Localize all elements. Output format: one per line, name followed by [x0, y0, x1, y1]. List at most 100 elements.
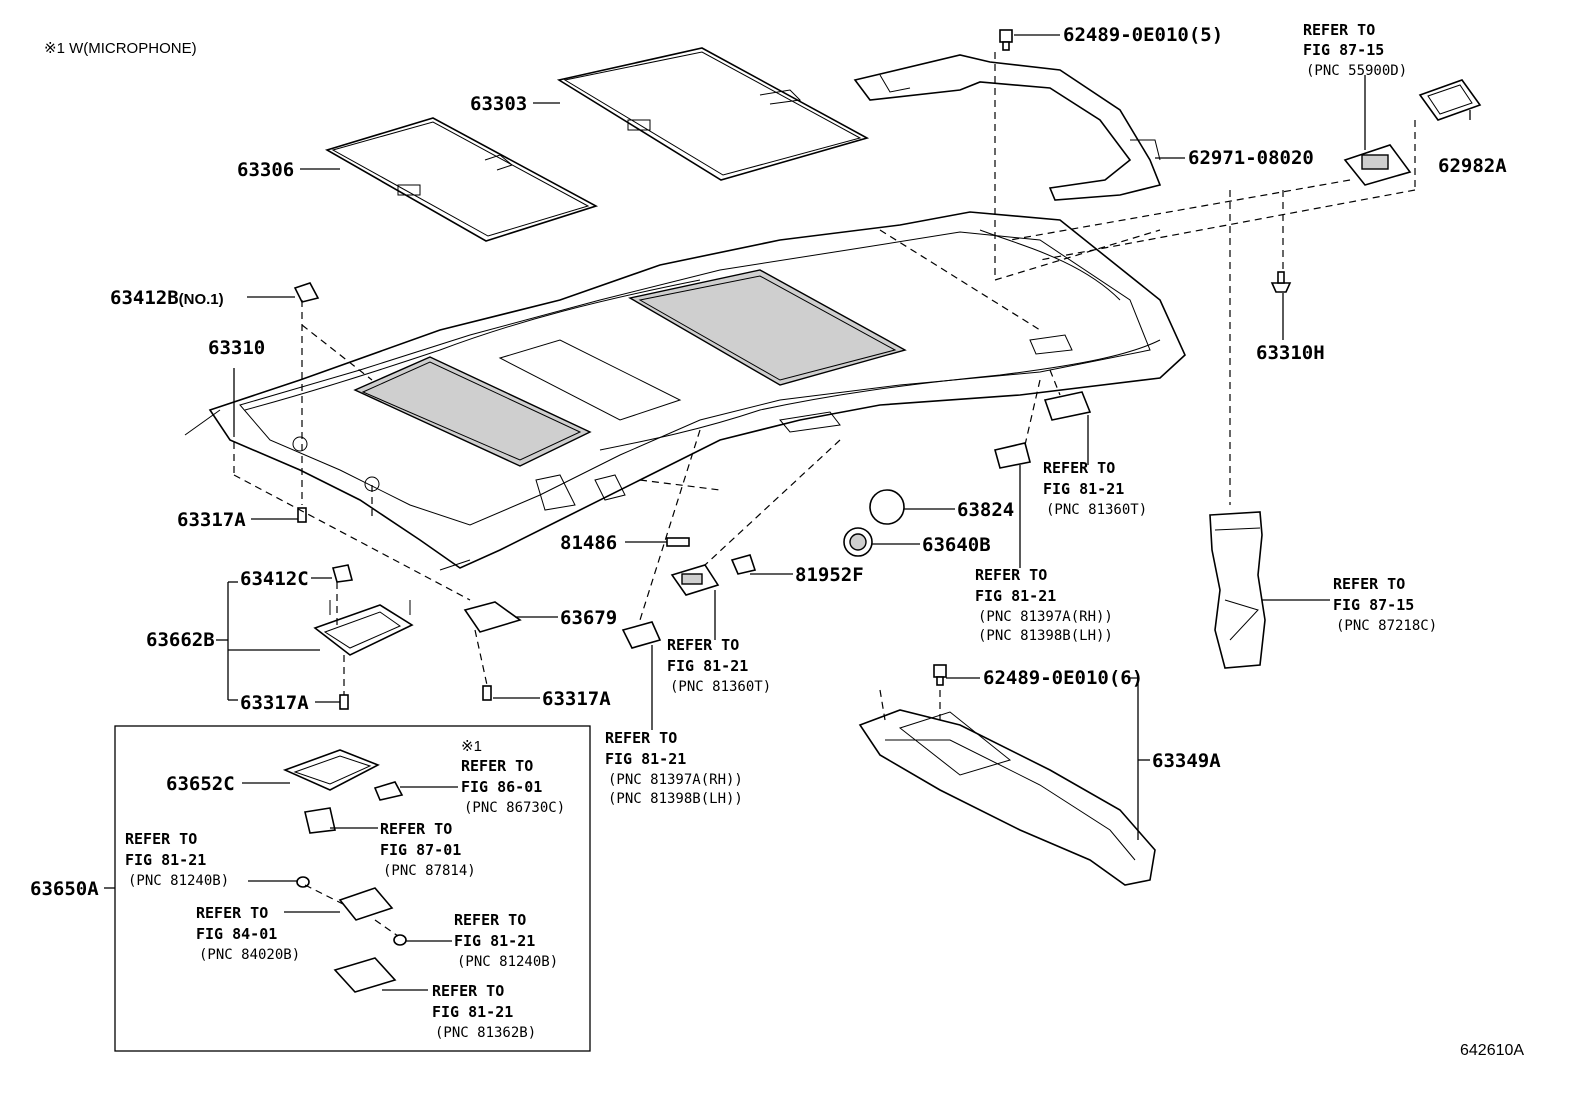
svg-text:FIG 81-21: FIG 81-21 [667, 657, 748, 675]
refer-81-21-81362B: REFER TO FIG 81-21 (PNC 81362B) [432, 982, 536, 1041]
socket-81362B[interactable] [333, 957, 397, 993]
svg-text:REFER TO: REFER TO [1303, 21, 1375, 39]
lamp-81397A-right[interactable] [994, 442, 1031, 469]
sunshade-63306[interactable] [324, 117, 599, 242]
svg-text:FIG 84-01: FIG 84-01 [196, 925, 277, 943]
trim-63349A[interactable] [858, 709, 1156, 886]
svg-text:FIG 86-01: FIG 86-01 [461, 778, 542, 796]
lamp-81397A-center[interactable] [621, 621, 662, 649]
svg-text:FIG 81-21: FIG 81-21 [125, 851, 206, 869]
cap-63640B[interactable] [843, 527, 873, 557]
label-62982A: 62982A [1438, 155, 1507, 177]
lamp-55900D[interactable] [1343, 144, 1412, 186]
microphone-note: ※1 W(MICROPHONE) [44, 40, 197, 57]
svg-text:FIG 81-21: FIG 81-21 [1043, 480, 1124, 498]
clip-62489-lower[interactable] [933, 664, 947, 686]
refer-81-21-81397A-center: REFER TO FIG 81-21 (PNC 81397A(RH)) (PNC… [605, 729, 743, 807]
refer-87-15-55900D: REFER TO FIG 87-15 (PNC 55900D) [1303, 21, 1407, 79]
clip-63412B[interactable] [293, 282, 320, 303]
rear-duct[interactable] [1209, 511, 1266, 669]
microphone-86730C[interactable] [373, 781, 404, 801]
svg-text:(PNC 81240B): (PNC 81240B) [457, 954, 558, 970]
svg-text:(PNC 55900D): (PNC 55900D) [1306, 63, 1407, 79]
label-63650A: 63650A [30, 878, 99, 900]
svg-text:REFER TO: REFER TO [380, 820, 452, 838]
svg-text:FIG 81-21: FIG 81-21 [454, 932, 535, 950]
svg-text:(PNC 81360T): (PNC 81360T) [670, 679, 771, 695]
svg-text:REFER TO: REFER TO [1333, 575, 1405, 593]
svg-text:(PNC 81362B): (PNC 81362B) [435, 1025, 536, 1041]
lamp-81360T-center[interactable] [670, 564, 720, 596]
svg-text:(PNC 87814): (PNC 87814) [383, 863, 476, 879]
refer-86-01-86730C: ※1 REFER TO FIG 86-01 (PNC 86730C) [461, 738, 565, 816]
bulb-81240B-1[interactable] [296, 876, 310, 888]
label-62489-6: 62489-0E010(6) [983, 667, 1143, 689]
headliner-63310[interactable] [184, 211, 1186, 571]
refer-81-21-81240B-left: REFER TO FIG 81-21 (PNC 81240B) [125, 830, 229, 889]
label-81486: 81486 [560, 532, 617, 554]
label-63640B: 63640B [922, 534, 991, 556]
label-63310H: 63310H [1256, 342, 1325, 364]
console-63652C[interactable] [282, 749, 380, 791]
label-63306: 63306 [237, 159, 294, 181]
svg-text:REFER TO: REFER TO [196, 904, 268, 922]
label-63652C: 63652C [166, 773, 235, 795]
part-81486[interactable] [666, 537, 690, 547]
svg-text:(PNC 81398B(LH)): (PNC 81398B(LH)) [608, 791, 743, 807]
svg-text:FIG 87-15: FIG 87-15 [1333, 596, 1414, 614]
refer-87-01-87814: REFER TO FIG 87-01 (PNC 87814) [380, 820, 476, 879]
ring-63824[interactable] [869, 489, 905, 525]
duct-62971[interactable] [853, 54, 1162, 201]
clip-63310H[interactable] [1270, 271, 1292, 293]
lamp-63662B[interactable] [313, 600, 414, 656]
sunshade-63303[interactable] [556, 47, 870, 181]
assembly-dashes [233, 52, 1416, 937]
svg-text:(PNC 81398B(LH)): (PNC 81398B(LH)) [978, 628, 1113, 644]
label-63824: 63824 [957, 499, 1014, 521]
refer-81-21-81240B-right: REFER TO FIG 81-21 (PNC 81240B) [454, 911, 558, 970]
svg-text:REFER TO: REFER TO [975, 566, 1047, 584]
label-62489-5: 62489-0E010(5) [1063, 24, 1223, 46]
svg-text:FIG 81-21: FIG 81-21 [605, 750, 686, 768]
screw-63317A-2[interactable] [339, 694, 349, 710]
svg-text:REFER TO: REFER TO [461, 757, 533, 775]
svg-text:(PNC 81240B): (PNC 81240B) [128, 873, 229, 889]
clip-63412C[interactable] [331, 564, 354, 583]
label-63349A: 63349A [1152, 750, 1221, 772]
part-81952F[interactable] [730, 554, 757, 575]
lens-87814[interactable] [304, 807, 336, 834]
label-63412C: 63412C [240, 568, 309, 590]
figure-id: 642610A [1460, 1042, 1524, 1059]
bulb-81240B-2[interactable] [393, 934, 407, 946]
lamp-62982A[interactable] [1418, 79, 1482, 121]
svg-text:(PNC 87218C): (PNC 87218C) [1336, 618, 1437, 634]
label-62971: 62971-08020 [1188, 147, 1314, 169]
label-63662B: 63662B [146, 629, 215, 651]
label-63303: 63303 [470, 93, 527, 115]
screw-63317A-3[interactable] [482, 685, 492, 701]
label-81952F: 81952F [795, 564, 864, 586]
switch-84020B[interactable] [338, 887, 394, 921]
screw-63317A-1[interactable] [297, 507, 307, 523]
refer-81-21-81360T-right: REFER TO FIG 81-21 (PNC 81360T) [1043, 459, 1147, 518]
svg-text:※1: ※1 [461, 738, 482, 755]
clip-62489-top[interactable] [999, 29, 1013, 51]
label-63317A-3: 63317A [542, 688, 611, 710]
svg-text:REFER TO: REFER TO [605, 729, 677, 747]
svg-text:REFER TO: REFER TO [454, 911, 526, 929]
leader-lines [104, 34, 1471, 991]
lamp-81360T-right[interactable] [1043, 391, 1092, 421]
svg-text:REFER TO: REFER TO [1043, 459, 1115, 477]
label-63317A-2: 63317A [240, 692, 309, 714]
bracket-63679[interactable] [463, 601, 522, 633]
refer-81-21-81360T-center: REFER TO FIG 81-21 (PNC 81360T) [667, 636, 771, 695]
svg-text:REFER TO: REFER TO [667, 636, 739, 654]
label-63317A-1: 63317A [177, 509, 246, 531]
label-63412B: 63412B(NO.1) [110, 287, 224, 309]
svg-text:(PNC 81397A(RH)): (PNC 81397A(RH)) [608, 772, 743, 788]
svg-text:FIG 81-21: FIG 81-21 [975, 587, 1056, 605]
svg-text:REFER TO: REFER TO [432, 982, 504, 1000]
svg-text:(PNC 84020B): (PNC 84020B) [199, 947, 300, 963]
